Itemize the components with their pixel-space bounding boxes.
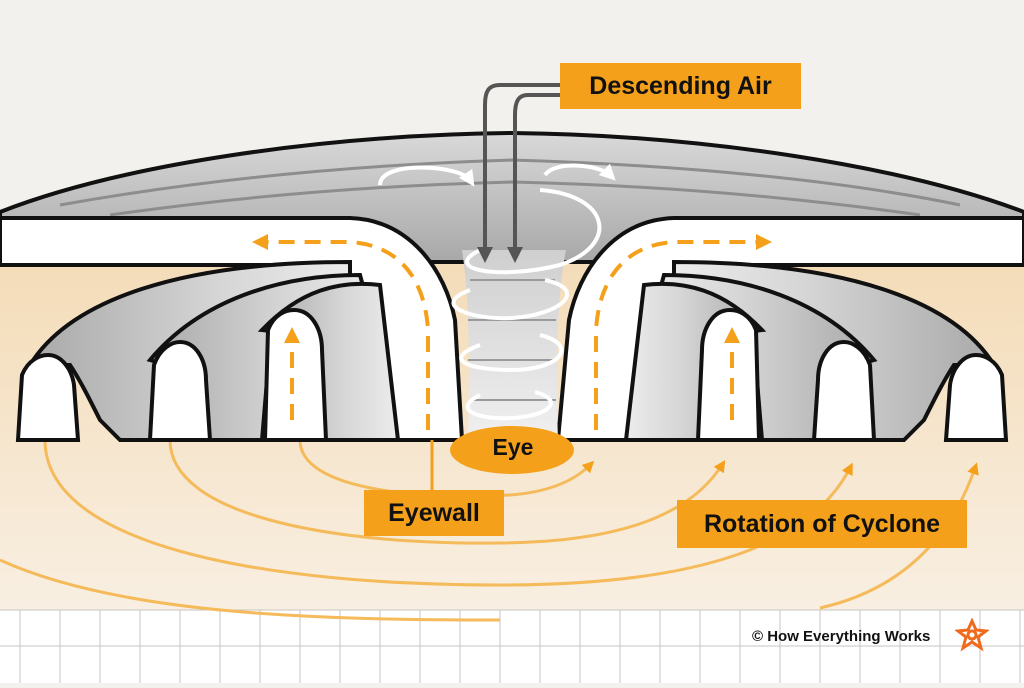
rainbands-left xyxy=(15,259,401,442)
descending-air-arrows xyxy=(477,83,560,263)
rainbands-right xyxy=(623,259,1009,442)
descending-air-label: Descending Air xyxy=(560,63,801,109)
eye-base xyxy=(450,426,574,474)
grid-floor xyxy=(0,609,1024,683)
eyewall-label: Eyewall xyxy=(364,490,504,536)
descending-spiral xyxy=(378,163,616,421)
rotation-label: Rotation of Cyclone xyxy=(677,500,967,548)
credit-text: © How Everything Works xyxy=(752,627,931,645)
eye-label: Eye xyxy=(492,433,534,460)
logo-icon xyxy=(955,618,989,652)
eyewall-flow-arrows xyxy=(252,234,772,430)
